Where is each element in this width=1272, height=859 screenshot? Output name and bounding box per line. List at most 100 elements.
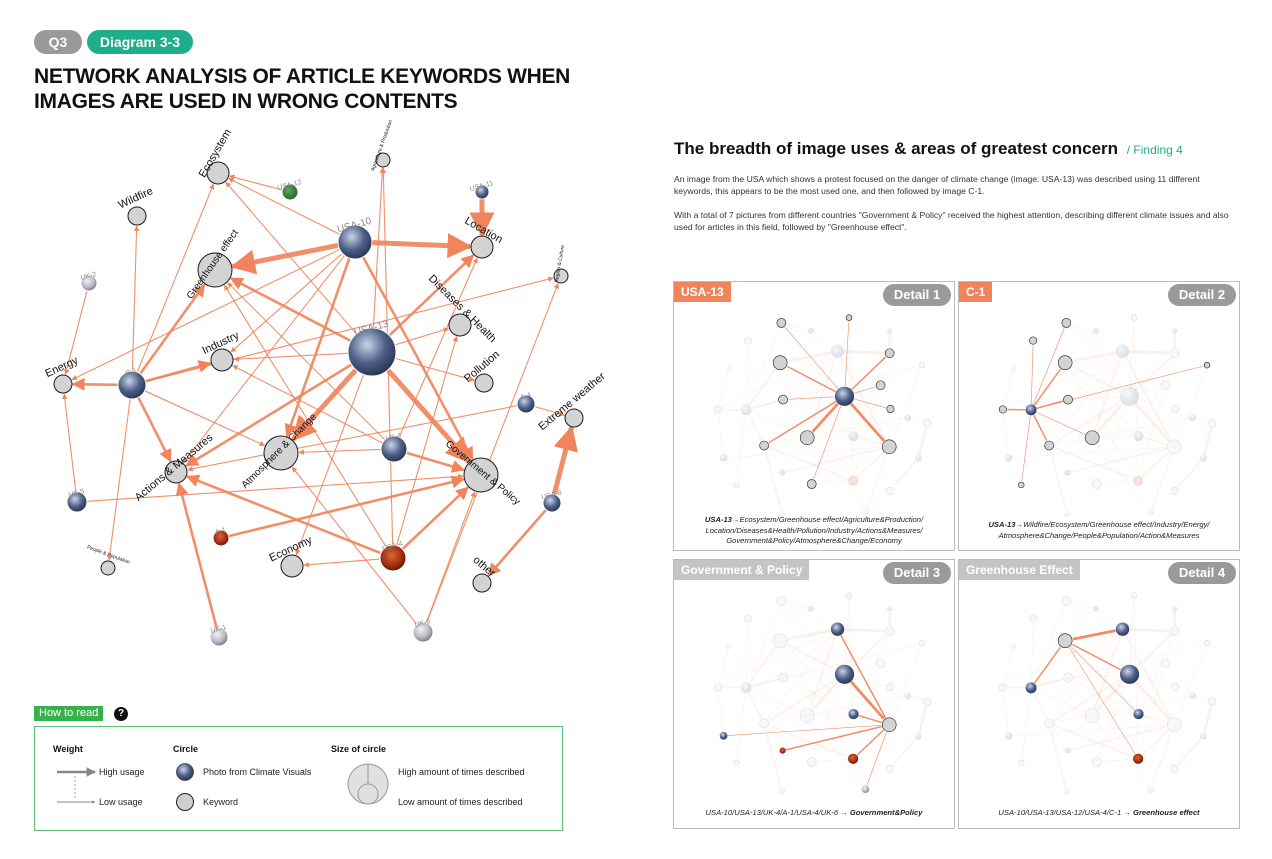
diagram-pill: Diagram 3-3 [87, 30, 193, 54]
mini-photo-uk4 [847, 430, 860, 442]
mini-keyword-agriculture [845, 592, 853, 599]
photo-label-c1: C-1 [125, 368, 138, 378]
mini-edge-usa4-greenhouse [1069, 647, 1136, 755]
keyword-diseases [448, 313, 472, 337]
mini-edge-uk4-government [858, 714, 882, 724]
mini-edge-usa10-industry [1071, 633, 1118, 675]
mini-edge-usa4-actions [769, 446, 849, 480]
mini-edge-usa13-industry [788, 674, 835, 678]
mini-keyword-actions [1044, 440, 1054, 451]
keyword-ecosystem [206, 161, 230, 185]
mini-edge-usa13-diseases [1138, 664, 1161, 672]
keyword-wildfire [127, 206, 147, 226]
mini-edge-usa10-ecosystem [786, 325, 832, 349]
mini-photo-usa8 [914, 454, 923, 463]
mini-photo-uk6 [1146, 506, 1155, 516]
mini-edge-usa12-ecosystem [1071, 602, 1093, 609]
detail-2-caption-bold: USA-13 [988, 520, 1016, 529]
mini-edge-uk4-location [855, 636, 888, 710]
detail-panel-4: Greenhouse Effect Detail 4 USA-10/USA-13… [958, 559, 1240, 829]
mini-edge-a4-extreme [911, 418, 923, 423]
keyword-greenhouse [197, 252, 233, 288]
mini-edge-uk4-greenhouse [785, 368, 850, 433]
mini-photo-c1 [1025, 681, 1038, 694]
mini-edge-usa13-pollution [1138, 398, 1172, 409]
mini-edge-c1-actions [748, 692, 763, 719]
mini-edge-usa8-extreme [1202, 427, 1213, 456]
detail-3-caption: USA-10/USA-13/UK-4/A-1/USA-4/UK-6 → Gove… [684, 808, 944, 819]
mini-edge-uk6-region [866, 646, 921, 786]
legend-photo-label: Photo from Climate Visuals [203, 767, 312, 777]
mini-edge-usa13-location [851, 356, 887, 391]
legend-low-amount: Low amount of times described [398, 797, 523, 807]
help-icon[interactable]: ? [114, 707, 128, 721]
edge-a4-actions [187, 405, 518, 472]
edge-uk4-greenhouse [227, 282, 386, 441]
photo-usa13 [347, 327, 397, 377]
detail-1-button[interactable]: Detail 1 [883, 284, 951, 306]
how-to-read-tag: How to read [34, 706, 104, 721]
title-line-2: IMAGES ARE USED IN WRONG CONTENTS [34, 90, 458, 113]
mini-edge-usa13-atmosphere [811, 680, 839, 711]
mini-keyword-government [1166, 439, 1182, 455]
photo-a1 [212, 529, 230, 547]
mini-edge-c1-region [1036, 643, 1204, 687]
mini-edge-uk4-greenhouse [785, 646, 850, 711]
mini-photo-uk2 [724, 364, 733, 372]
mini-keyword-other [885, 487, 894, 496]
mini-photo-usa8 [914, 732, 923, 741]
mini-edge-c1-industry [1036, 678, 1063, 688]
mini-edge-uk6-atmosphere [1096, 443, 1149, 509]
mini-keyword-wildfire [744, 614, 753, 623]
mini-keyword-location [884, 626, 895, 637]
mini-keyword-industry [1063, 394, 1073, 405]
mini-keyword-other [885, 765, 894, 774]
keyword-economy [280, 554, 304, 578]
edge-uk5-energy [62, 393, 77, 493]
mini-keyword-ecosystem [1061, 318, 1072, 328]
mini-edge-usa13-diseases [853, 386, 876, 394]
mini-photo-uk1 [1062, 509, 1071, 518]
mini-keyword-energy [998, 683, 1007, 692]
edge-c1-people [106, 398, 131, 561]
mini-keyword-atmosphere [1084, 430, 1100, 445]
edge-usa13-ecosystem [225, 181, 357, 335]
photo-label-uk6: UK-6 [414, 618, 431, 629]
edge-a1-government [228, 475, 465, 538]
mini-edge-uk2-energy [1003, 371, 1013, 405]
mini-edge-usa8-other [892, 738, 917, 766]
mini-photo-usa4 [847, 475, 859, 487]
mini-keyword-agriculture [845, 314, 853, 321]
detail-2-button[interactable]: Detail 2 [1168, 284, 1236, 306]
mini-edge-usa13-greenhouse [786, 365, 837, 393]
photo-usa8 [542, 493, 562, 513]
mini-edge-c1-atmosphere [1036, 411, 1086, 435]
mini-edge-usa10-location [1129, 628, 1170, 633]
mini-photo-c1 [740, 403, 753, 416]
detail-4-button[interactable]: Detail 4 [1168, 562, 1236, 584]
mini-keyword-ecosystem [776, 596, 787, 606]
mini-edge-uk4-location [1140, 358, 1173, 432]
mini-photo-uk5 [719, 453, 728, 463]
edge-c1-actions [137, 396, 172, 463]
mini-photo-a1 [779, 469, 787, 477]
edge-uk1-actions [175, 482, 218, 629]
photo-label-uk2: UK-2 [80, 271, 97, 282]
mini-edge-usa10-greenhouse [1072, 351, 1116, 363]
mini-photo-usa8 [1199, 454, 1208, 463]
finding-paragraph-1: An image from the USA which shows a prot… [674, 174, 1200, 196]
detail-3-button[interactable]: Detail 3 [883, 562, 951, 584]
mini-edge-c1-industry [751, 678, 778, 688]
edge-c1-wildfire [131, 225, 140, 372]
edge-usa13-greenhouse [229, 277, 352, 343]
mini-edge-uk5-energy [718, 414, 724, 454]
mini-photo-uk5 [1004, 453, 1013, 463]
weight-arrows-icon [57, 767, 96, 804]
mini-photo-a1 [1064, 469, 1072, 477]
mini-keyword-greenhouse [1057, 355, 1073, 370]
mini-edge-usa13-economy [813, 405, 842, 480]
mini-photo-usa13 [1119, 386, 1140, 407]
mini-keyword-economy [1091, 757, 1102, 767]
mini-edge-usa10-greenhouse [787, 629, 831, 641]
mini-photo-usa12 [1092, 605, 1100, 613]
